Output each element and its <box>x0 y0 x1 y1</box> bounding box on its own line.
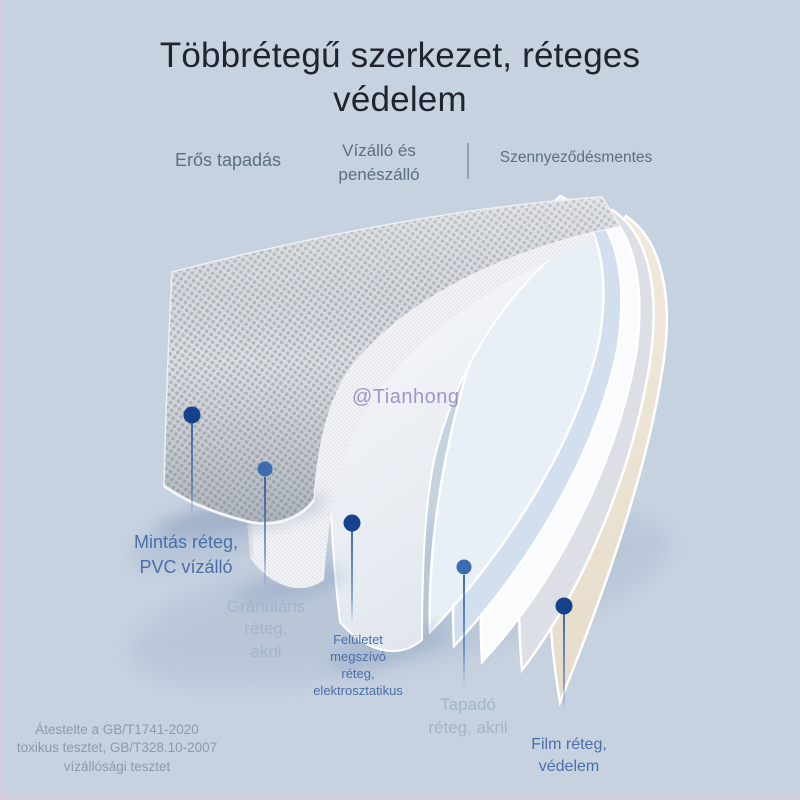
label-electrostatic-layer: Felületet megszívó réteg, elektrosztatik… <box>313 632 403 699</box>
pin-dot-film <box>555 597 573 615</box>
feature-stain-free: Szennyeződésmentes <box>499 149 653 166</box>
certification-footnote: Átestelte a GB/T1741-2020 toxikus teszte… <box>16 722 218 774</box>
feature-strong-adhesion: Erős tapadás <box>174 150 282 170</box>
pin-group <box>183 406 573 711</box>
label-adhesive-layer: Tapadó réteg, akril <box>428 695 508 737</box>
feature-divider <box>467 143 469 179</box>
pin-dot-granular <box>257 461 273 477</box>
label-granular-layer: Gránuláris réteg, akril <box>226 597 306 661</box>
patterned-layer-shape <box>163 196 622 525</box>
label-patterned-layer: Mintás réteg, PVC vízálló <box>133 532 239 578</box>
pin-dot-adhesive <box>456 559 472 575</box>
pin-dot-patterned <box>183 406 201 424</box>
pin-dot-electrostatic <box>343 514 361 532</box>
feature-waterproof-moldproof: Vízálló és penészálló <box>338 141 420 185</box>
label-film-layer: Film réteg, védelem <box>531 736 607 776</box>
watermark: @Tianhong <box>352 386 460 408</box>
page-title: Többrétegű szerkezet, réteges védelem <box>159 36 641 120</box>
